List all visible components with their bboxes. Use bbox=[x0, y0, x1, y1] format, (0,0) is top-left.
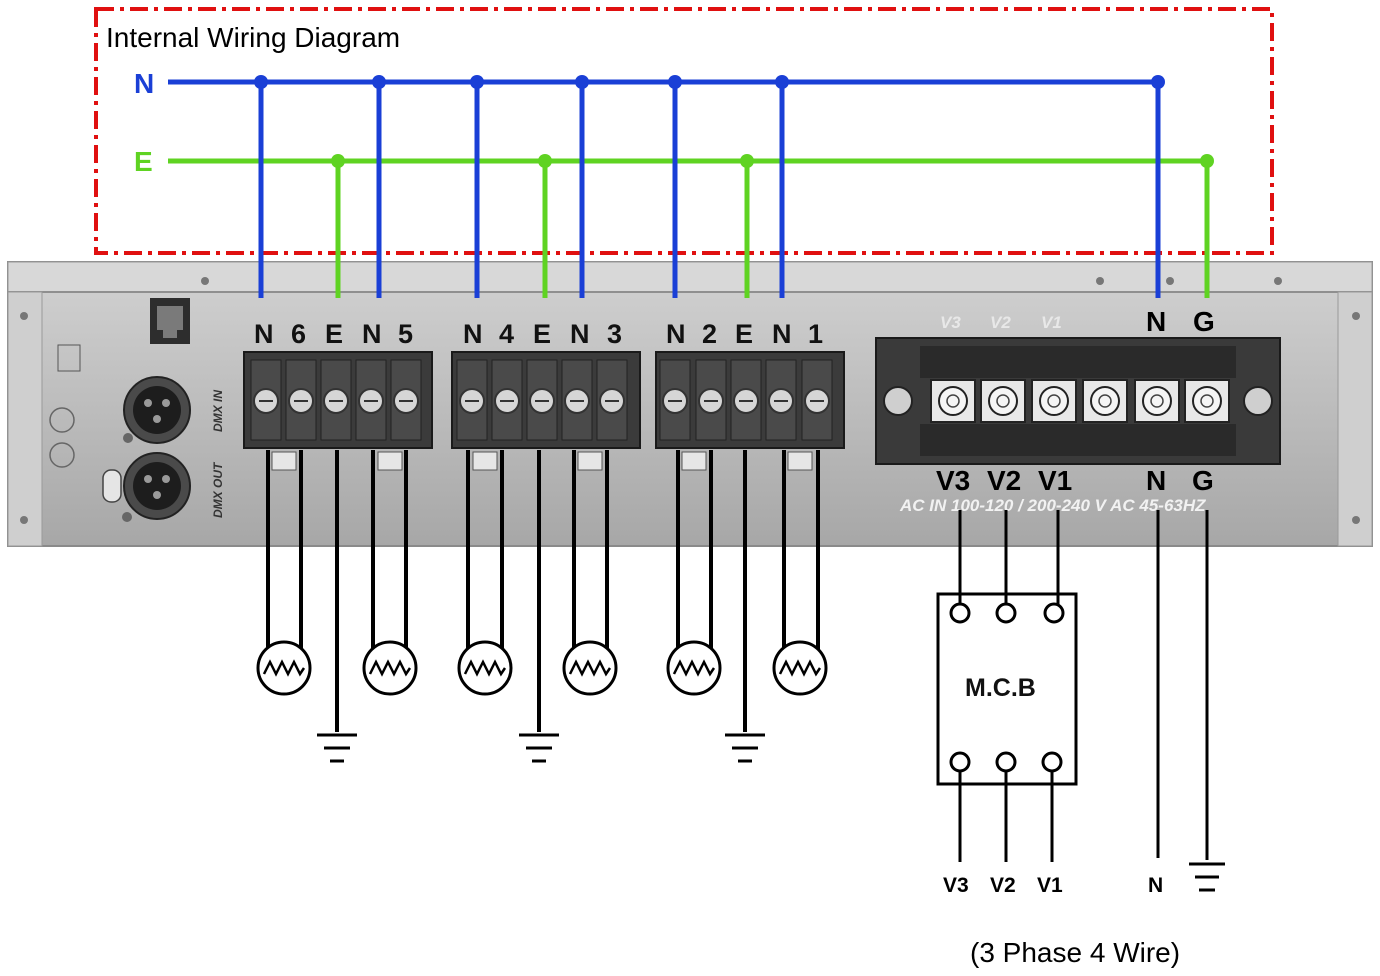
input-bottom-label-n: N bbox=[1146, 465, 1166, 496]
screw-icon bbox=[1352, 312, 1360, 320]
diagram-title: Internal Wiring Diagram bbox=[106, 22, 400, 53]
earth-bus-label: E bbox=[134, 146, 153, 177]
rj45-port-icon bbox=[150, 298, 190, 344]
lamp-icon bbox=[666, 640, 722, 696]
ground-icon bbox=[519, 733, 559, 763]
xlr-connector-icon bbox=[102, 452, 191, 522]
input-bottom-label-v1: V1 bbox=[1038, 465, 1072, 496]
terminal-label: 3 bbox=[607, 319, 622, 349]
lamp-icon bbox=[362, 640, 418, 696]
ground-icon bbox=[1189, 862, 1225, 892]
terminal-label: N bbox=[570, 319, 590, 349]
ac-input-rating: AC IN 100-120 / 200-240 V AC 45-63HZ bbox=[899, 496, 1206, 515]
lamp-icon bbox=[256, 640, 312, 696]
ground-icon bbox=[725, 733, 765, 763]
screw-icon bbox=[1243, 386, 1273, 416]
screw-icon bbox=[1090, 386, 1120, 416]
terminal-label: 6 bbox=[291, 319, 306, 349]
terminal-label: E bbox=[325, 319, 343, 349]
terminal-label: 4 bbox=[499, 319, 514, 349]
input-top-label-v1: V1 bbox=[1041, 313, 1062, 332]
terminal-label: N bbox=[254, 319, 274, 349]
screw-icon bbox=[20, 312, 28, 320]
neutral-bus-label: N bbox=[134, 68, 154, 99]
ground-icon bbox=[317, 733, 357, 763]
input-top-label-n: N bbox=[1146, 306, 1166, 337]
screw-icon bbox=[1352, 516, 1360, 524]
device-rear-panel: DMX IN DMX OUT V3 V2 V1 N G V3 V2 V1 N bbox=[7, 261, 1373, 547]
xlr-connector-icon bbox=[123, 376, 191, 444]
supply-wires bbox=[958, 510, 1209, 862]
screw-icon bbox=[1192, 386, 1222, 416]
internal-boundary bbox=[94, 7, 1274, 255]
input-bottom-label-v2: V2 bbox=[987, 465, 1021, 496]
dmx-in-label: DMX IN bbox=[211, 390, 225, 432]
dmx-out-label: DMX OUT bbox=[211, 461, 225, 518]
terminal-label: N bbox=[772, 319, 792, 349]
terminal-label: E bbox=[735, 319, 753, 349]
terminal-label: N bbox=[362, 319, 382, 349]
input-bottom-label-v3: V3 bbox=[936, 465, 970, 496]
lamp-icon bbox=[772, 640, 828, 696]
mcb-label: M.C.B bbox=[965, 674, 1036, 702]
screw-icon bbox=[938, 386, 968, 416]
lamp-icon bbox=[457, 640, 513, 696]
input-top-label-v2: V2 bbox=[990, 313, 1011, 332]
supply-label-v3: V3 bbox=[943, 874, 969, 897]
mcb-breaker: M.C.B bbox=[936, 592, 1078, 786]
lamp-icon bbox=[562, 640, 618, 696]
screw-icon bbox=[20, 516, 28, 524]
terminal-label: E bbox=[533, 319, 551, 349]
terminal-label: N bbox=[666, 319, 686, 349]
terminal-label: 5 bbox=[398, 319, 413, 349]
input-bottom-label-g: G bbox=[1192, 465, 1214, 496]
terminal-label: 1 bbox=[808, 319, 823, 349]
supply-label-v2: V2 bbox=[990, 874, 1016, 897]
screw-icon bbox=[988, 386, 1018, 416]
screw-icon bbox=[1142, 386, 1172, 416]
terminal-label: 2 bbox=[702, 319, 717, 349]
supply-type-caption: (3 Phase 4 Wire) bbox=[970, 937, 1180, 968]
terminal-label: N bbox=[463, 319, 483, 349]
input-top-label-v3: V3 bbox=[940, 313, 961, 332]
input-top-label-g: G bbox=[1193, 306, 1215, 337]
screw-icon bbox=[1039, 386, 1069, 416]
screw-icon bbox=[883, 386, 913, 416]
supply-label-n: N bbox=[1148, 874, 1163, 897]
supply-label-v1: V1 bbox=[1037, 874, 1063, 897]
